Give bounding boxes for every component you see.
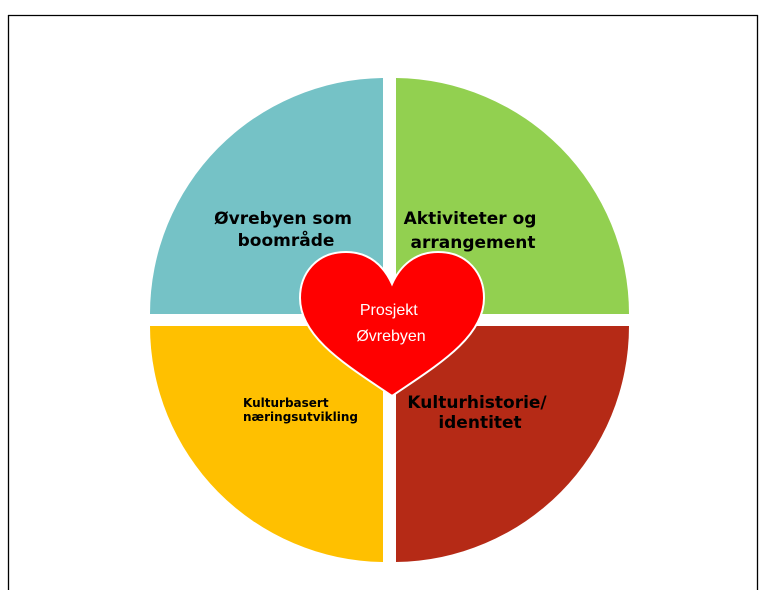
quadrant-bottom-right-label: Kulturhistorie/ identitet — [407, 393, 552, 433]
heart-shape — [298, 250, 486, 398]
quadrant-top-left — [149, 78, 383, 314]
quadrant-bottom-right — [396, 326, 629, 562]
heart-label: Prosjekt Øvrebyen — [356, 302, 425, 345]
quadrant-top-left-label: Øvrebyen som boområde — [214, 209, 358, 251]
quadrant-bottom-left — [150, 326, 383, 562]
quadrant-bottom-left-label: Kulturbasert næringsutvikling — [243, 396, 358, 424]
quadrant-top-right-label: Aktiviteter og arrangement — [404, 209, 543, 253]
